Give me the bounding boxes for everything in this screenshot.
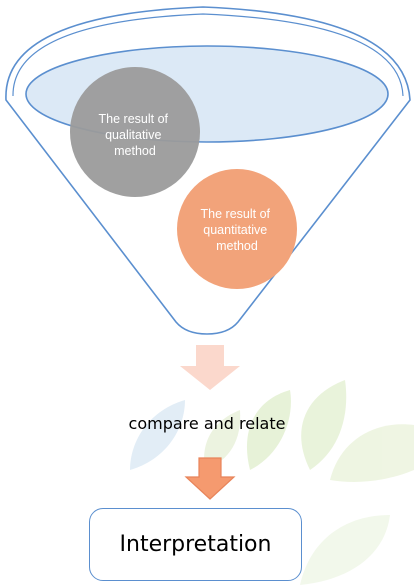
result-box: Interpretation — [89, 508, 302, 581]
funnel-inner-edge — [12, 13, 404, 97]
quantitative-line-1: The result of — [201, 207, 271, 221]
quantitative-line-2: quantitative — [203, 223, 267, 237]
quantitative-circle — [177, 169, 297, 289]
step-label: compare and relate — [128, 414, 286, 433]
quantitative-line-3: method — [216, 239, 258, 253]
svg-text:The result of qualitativ: The result of qualitative method — [99, 112, 172, 158]
qualitative-line-1: The result of — [99, 112, 169, 126]
svg-text:The result of quantitati: The result of quantitative method — [201, 207, 274, 253]
quantitative-result-node: The result of quantitative method — [177, 169, 297, 289]
qualitative-result-node: The result of qualitative method — [70, 67, 200, 197]
watermark-logo — [130, 380, 414, 585]
qualitative-line-2: qualitative — [105, 128, 161, 142]
qualitative-line-3: method — [114, 144, 156, 158]
down-arrow-orange — [184, 457, 236, 500]
qualitative-circle — [70, 67, 200, 197]
down-arrow-light — [180, 345, 240, 390]
result-label: Interpretation — [119, 532, 272, 557]
